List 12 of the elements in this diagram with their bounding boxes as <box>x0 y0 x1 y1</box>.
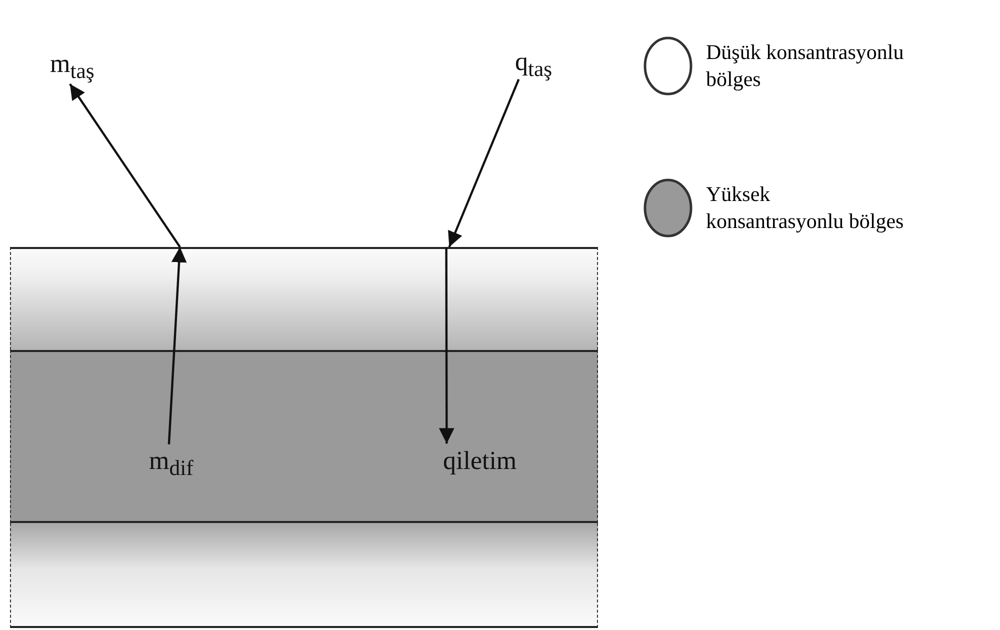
legend-label: Düşük konsantrasyonlu bölges <box>706 38 905 93</box>
symbol-label: m$_{dif}$ <box>149 447 194 482</box>
legend-label: Yüksek konsantrasyonlu bölges <box>706 180 905 235</box>
arrow <box>448 78 520 248</box>
middle-layer <box>10 350 598 523</box>
lower-layer <box>10 523 598 628</box>
arrow <box>69 83 181 248</box>
arrow <box>438 247 454 444</box>
upper-layer <box>10 247 598 350</box>
symbol-label: q$_{taş}$ <box>515 48 552 82</box>
symbol-label: qiletim <box>443 447 517 476</box>
symbol-label: m$_{taş}$ <box>50 50 94 84</box>
